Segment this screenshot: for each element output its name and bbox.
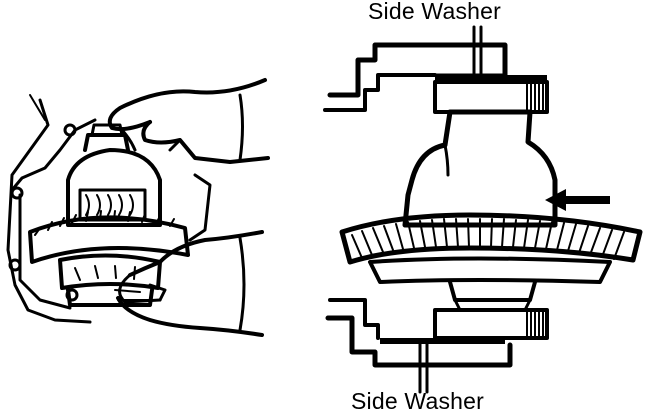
side-washer-label-top: Side Washer [368,0,502,24]
housing-bottom [325,298,513,368]
case-lower-hub [448,280,537,312]
ring-gear-right [339,212,643,284]
leader-line-top [472,25,483,80]
differential-case-left [28,123,190,307]
leader-line-bottom [418,338,429,394]
side-washer-top [435,75,547,82]
upper-hand [107,78,270,164]
side-bearing-bottom [433,308,549,340]
carrier-housing [6,94,212,324]
differential-case-right [402,109,558,228]
side-washer-bottom [380,338,505,344]
side-bearing-top [433,80,549,114]
direction-arrow [545,189,610,211]
lower-hand [114,230,264,337]
side-washer-label-bottom: Side Washer [351,388,485,414]
